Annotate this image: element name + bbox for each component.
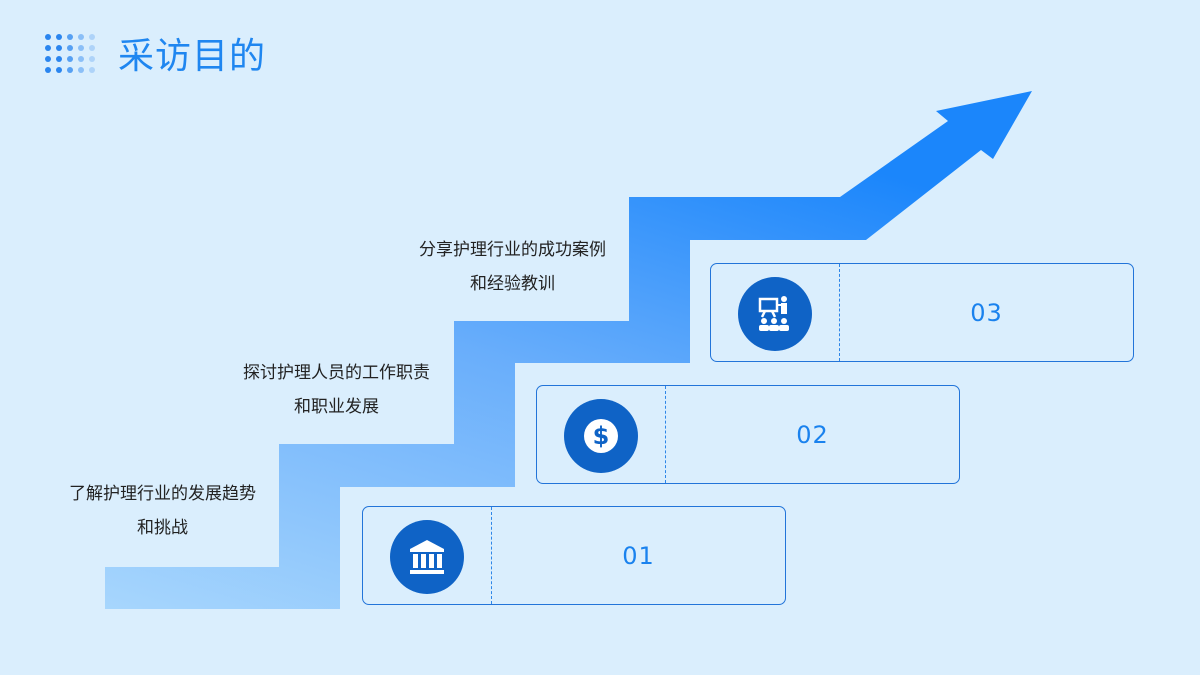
- step-number: 03: [970, 298, 1003, 327]
- svg-text:$: $: [593, 422, 610, 450]
- step-card-02: $ 02: [536, 385, 960, 484]
- description-line: 探讨护理人员的工作职责: [243, 363, 430, 383]
- step-icon-circle: [738, 277, 812, 351]
- step-description-01: 了解护理行业的发展趋势 和挑战: [40, 477, 285, 545]
- step-card-01: 01: [362, 506, 786, 605]
- description-line: 和挑战: [137, 518, 188, 538]
- card-divider: [839, 264, 840, 361]
- step-number: 01: [622, 541, 655, 570]
- step-icon-circle: $: [564, 399, 638, 473]
- dollar-icon: $: [584, 419, 618, 453]
- step-description-03: 分享护理行业的成功案例 和经验教训: [390, 233, 635, 301]
- description-line: 分享护理行业的成功案例: [419, 240, 606, 260]
- step-icon-circle: [390, 520, 464, 594]
- step-description-02: 探讨护理人员的工作职责 和职业发展: [214, 356, 459, 424]
- presentation-icon: [758, 296, 789, 331]
- page-title: 采访目的: [118, 36, 267, 77]
- card-divider: [665, 386, 666, 483]
- dot-grid-decoration: [45, 34, 95, 73]
- description-line: 和经验教训: [470, 274, 555, 294]
- bank-icon: [410, 540, 444, 574]
- description-line: 和职业发展: [294, 397, 379, 417]
- card-divider: [491, 507, 492, 604]
- step-card-03: 03: [710, 263, 1134, 362]
- description-line: 了解护理行业的发展趋势: [69, 484, 256, 504]
- step-number: 02: [796, 420, 829, 449]
